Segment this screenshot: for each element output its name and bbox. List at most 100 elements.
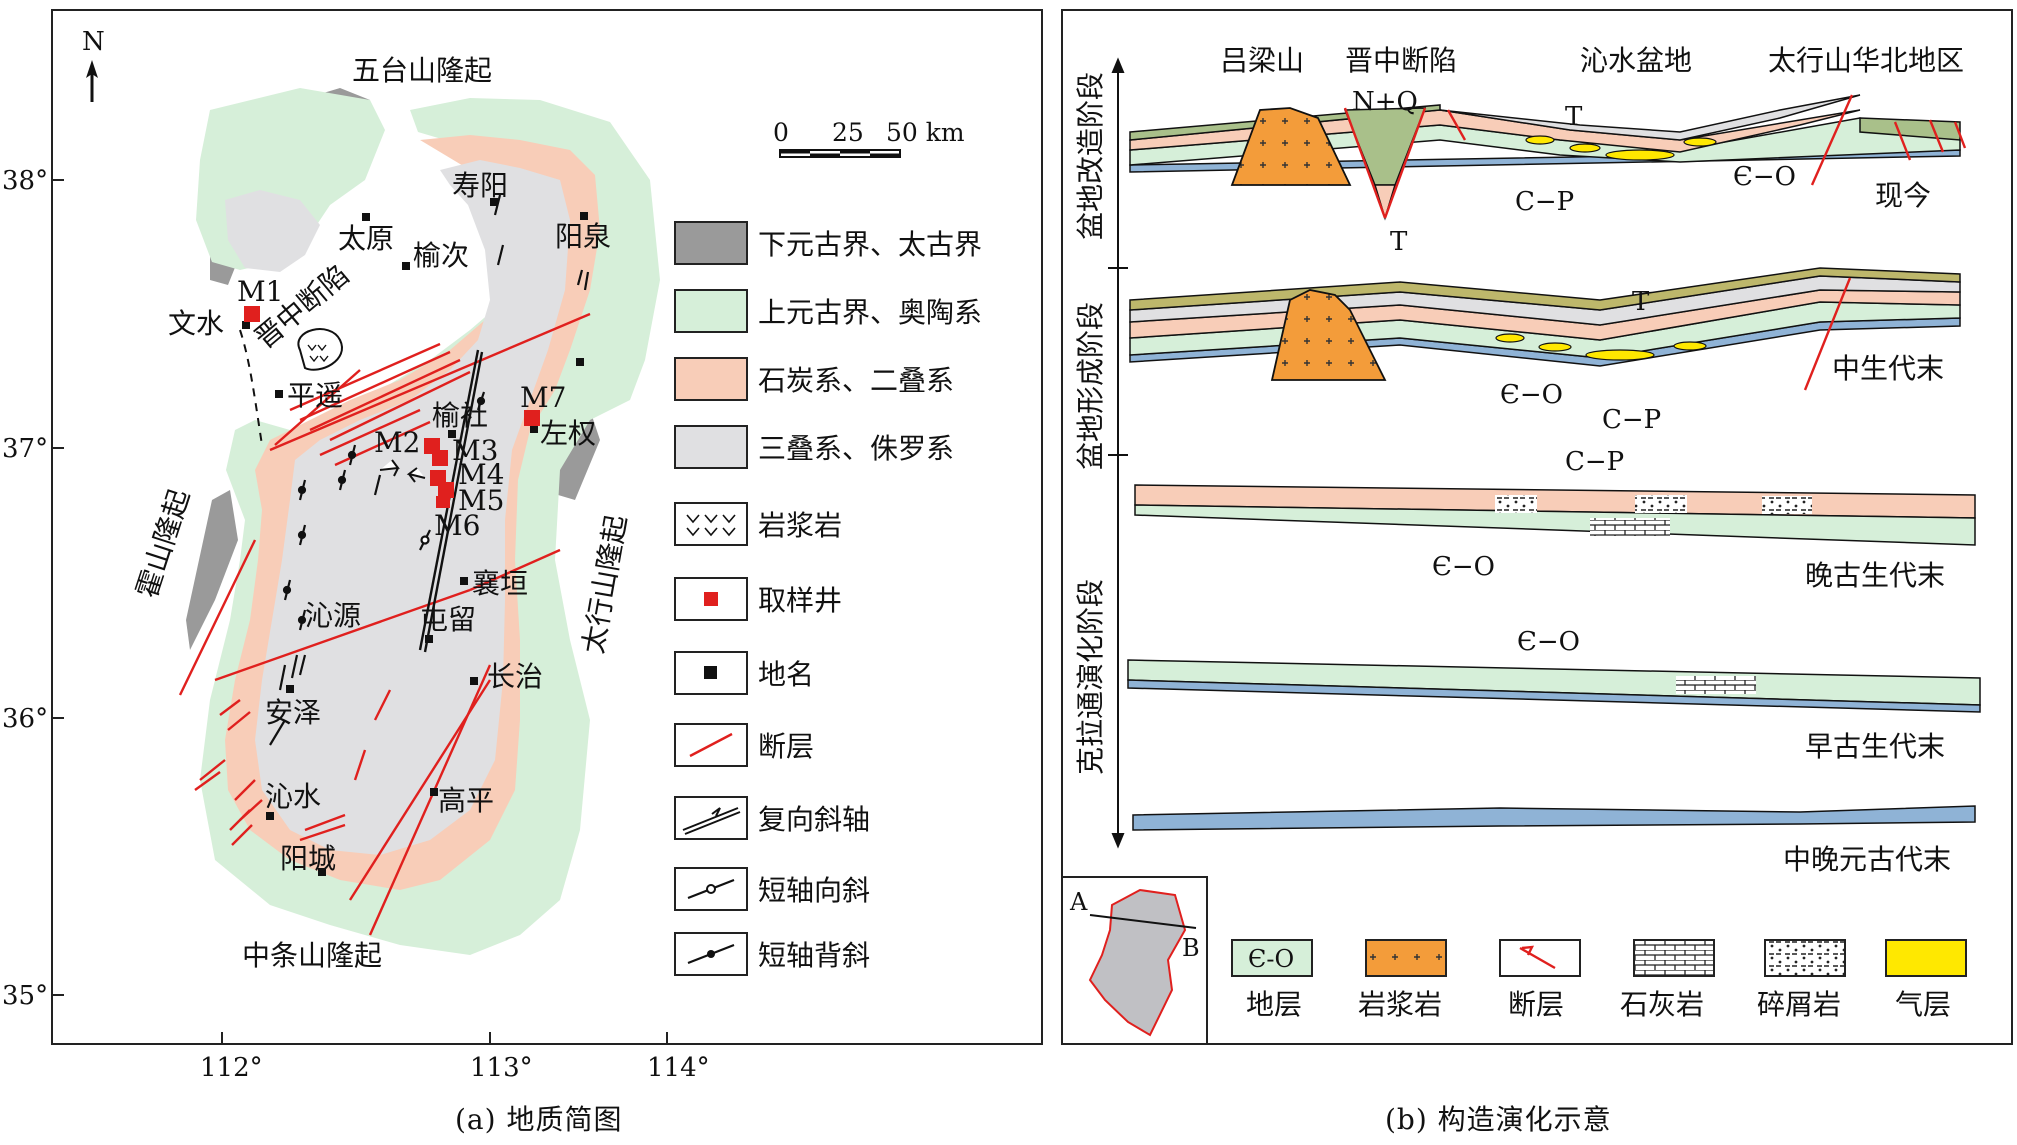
fault-marks-present	[1343, 94, 1967, 219]
fault	[194, 771, 221, 791]
lon-label: 114°	[647, 1053, 710, 1083]
legend-label: 碎屑岩	[1757, 988, 1841, 1021]
legend-swatch-fault	[1499, 939, 1581, 977]
well-label: M6	[434, 509, 480, 542]
section-end-late-paleozoic: C−P Є−O 晚古生代末	[1134, 447, 1976, 592]
fault	[231, 824, 253, 846]
place-markers	[242, 198, 588, 876]
place-label: 安泽	[265, 696, 321, 729]
layer-proterozoic	[1132, 805, 1976, 831]
map-frame	[51, 9, 1043, 1045]
legend-swatch-syncline	[674, 867, 748, 911]
region-label: 吕梁山	[1220, 44, 1304, 77]
caption-panel-b: (b) 构造演化示意	[1385, 1103, 1612, 1136]
well-m1-marker	[244, 306, 260, 322]
lat-label: 37°	[2, 434, 48, 464]
fault	[274, 369, 361, 446]
triassic-unit	[225, 190, 320, 272]
legend-label: 短轴向斜	[758, 874, 870, 907]
lon-label: 113°	[470, 1053, 533, 1083]
label-t: T	[1390, 227, 1408, 257]
period-label: 中生代末	[1832, 352, 1944, 385]
place-label: 榆社	[432, 399, 488, 432]
place-label: 寿阳	[452, 169, 508, 202]
fault	[469, 548, 561, 592]
layer-t	[1439, 94, 1861, 141]
legend-swatch-eo	[1231, 939, 1313, 977]
well-m7-marker	[524, 410, 540, 426]
fault	[299, 350, 451, 422]
legend-symbol: Є-O	[1248, 945, 1294, 973]
clastic-lens	[1495, 495, 1537, 513]
north-arrow-icon: N	[82, 27, 105, 102]
scale-tick-label: 0	[773, 118, 789, 147]
legend-label: 下元古界、太古界	[758, 228, 982, 261]
clastic-lens	[1762, 496, 1812, 514]
section-line-ab	[1089, 914, 1197, 929]
lat-label: 35°	[2, 981, 48, 1011]
fault	[234, 779, 256, 801]
graticule-ticks	[52, 179, 668, 1044]
place-label: 沁水	[265, 780, 321, 813]
inset-label-b: B	[1182, 934, 1200, 962]
label-nq: N+Q	[1352, 87, 1418, 117]
region-label: 晋中断陷	[1345, 44, 1457, 77]
fault	[227, 711, 251, 731]
limestone-lens	[1676, 676, 1756, 694]
inset-label-a: A	[1069, 888, 1088, 916]
place-label: 襄垣	[472, 567, 528, 600]
label-eo: Є−O	[1500, 380, 1563, 410]
section-end-early-paleozoic: Є−O 早古生代末	[1127, 627, 1981, 763]
legend-label: 气层	[1895, 988, 1951, 1021]
caption-panel-a: (a) 地质简图	[455, 1103, 623, 1136]
limestone-lens	[1590, 518, 1670, 536]
legend-swatch-well	[674, 577, 748, 621]
fault	[269, 312, 591, 452]
fault	[199, 759, 226, 781]
legend-label: 短轴背斜	[758, 939, 870, 972]
label-t: T	[1565, 102, 1583, 132]
place-label: 长治	[487, 660, 543, 693]
label-eo: Є−O	[1733, 162, 1796, 192]
stage-label: 盆地形成阶段	[1074, 302, 1107, 470]
section-frame	[1061, 9, 2013, 1045]
legend-label: 石炭系、二叠系	[758, 364, 954, 397]
fault	[373, 689, 392, 721]
legend-label: 断层	[1508, 988, 1564, 1021]
fault	[319, 408, 421, 457]
legend-swatch-carboniferous	[674, 357, 748, 401]
legend-swatch-gas	[1885, 939, 1967, 977]
legend-label: 地层	[1246, 988, 1302, 1021]
fault	[304, 813, 346, 832]
geology-layers	[186, 88, 660, 955]
place-label: 阳城	[280, 842, 336, 875]
archean-unit	[186, 490, 238, 650]
period-label: 晚古生代末	[1805, 559, 1945, 592]
fault	[229, 809, 251, 831]
legend-label: 地名	[758, 658, 814, 691]
gas-lenses	[1525, 135, 1717, 161]
well-label: M2	[374, 426, 420, 459]
well-label: M7	[520, 381, 566, 414]
stage-label: 克拉通演化阶段	[1074, 579, 1107, 775]
well-label: M1	[237, 275, 283, 308]
legend-swatch-fault	[674, 723, 748, 767]
well-m6-marker	[436, 496, 450, 508]
inset-outline	[1088, 888, 1187, 1037]
legend-label: 取样井	[758, 584, 842, 617]
legend-swatch-clastic	[1764, 939, 1846, 977]
legend-label: 上元古界、奥陶系	[758, 296, 982, 329]
well-label: M3	[452, 434, 498, 467]
fault	[368, 664, 492, 936]
legend-swatch-archean	[674, 221, 748, 265]
lat-label: 36°	[2, 704, 48, 734]
scale-bar: 0 25 50 km	[773, 118, 965, 158]
label-eo: Є−O	[1432, 552, 1495, 582]
legend-swatch-ordovician	[674, 289, 748, 333]
north-label: N	[82, 27, 105, 57]
label-eo: Є−O	[1517, 627, 1580, 657]
magma-body-2	[1270, 289, 1387, 381]
legend-swatch-magma	[1365, 939, 1447, 977]
uplift-label-wutai: 五台山隆起	[352, 54, 492, 87]
place-label: 平遥	[287, 379, 343, 412]
